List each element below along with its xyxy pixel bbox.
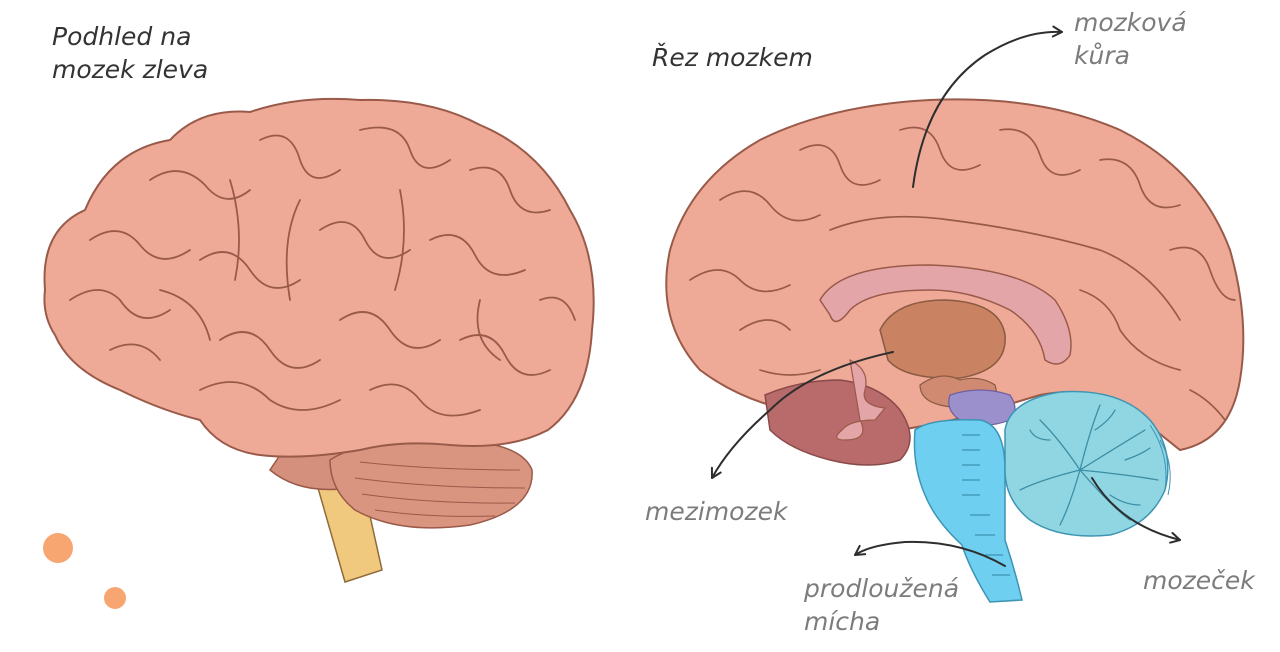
arrow-cerebellum bbox=[1091, 477, 1181, 544]
label-diencephalon: mezimozek bbox=[645, 497, 788, 526]
brainstem-ticks bbox=[962, 434, 1010, 576]
decor-dot-small bbox=[104, 587, 126, 609]
lateral-cerebrum bbox=[43, 97, 595, 458]
cerebellum-outer-folia bbox=[1149, 424, 1171, 496]
arrow-diencephalon bbox=[710, 351, 894, 479]
sagittal-brain-section bbox=[665, 98, 1245, 603]
decor-dot-large bbox=[43, 533, 73, 563]
thalamus bbox=[879, 299, 1006, 379]
arrow-cortex bbox=[912, 25, 1063, 188]
cerebellum-arbor bbox=[1019, 404, 1159, 526]
section-cerebellum bbox=[1004, 390, 1169, 537]
lateral-gyri bbox=[69, 126, 576, 417]
label-cerebellum: mozeček bbox=[1143, 566, 1255, 595]
section-view-title: Řez mozkem bbox=[652, 43, 813, 72]
label-arrows bbox=[710, 25, 1181, 567]
diencephalon-region bbox=[764, 379, 911, 466]
label-cortex: mozková kůra bbox=[1074, 8, 1187, 70]
corpus-callosum bbox=[819, 264, 1072, 365]
lateral-view-title: Podhled na mozek zleva bbox=[52, 22, 209, 84]
section-gyri bbox=[689, 126, 1236, 421]
hypophysis bbox=[836, 358, 887, 441]
lateral-cerebellum-folia bbox=[354, 461, 526, 517]
brainstem bbox=[913, 418, 1023, 603]
label-medulla: prodloužená mícha bbox=[804, 574, 960, 636]
arrow-medulla bbox=[854, 540, 1006, 567]
lateral-brain-view bbox=[43, 97, 595, 583]
